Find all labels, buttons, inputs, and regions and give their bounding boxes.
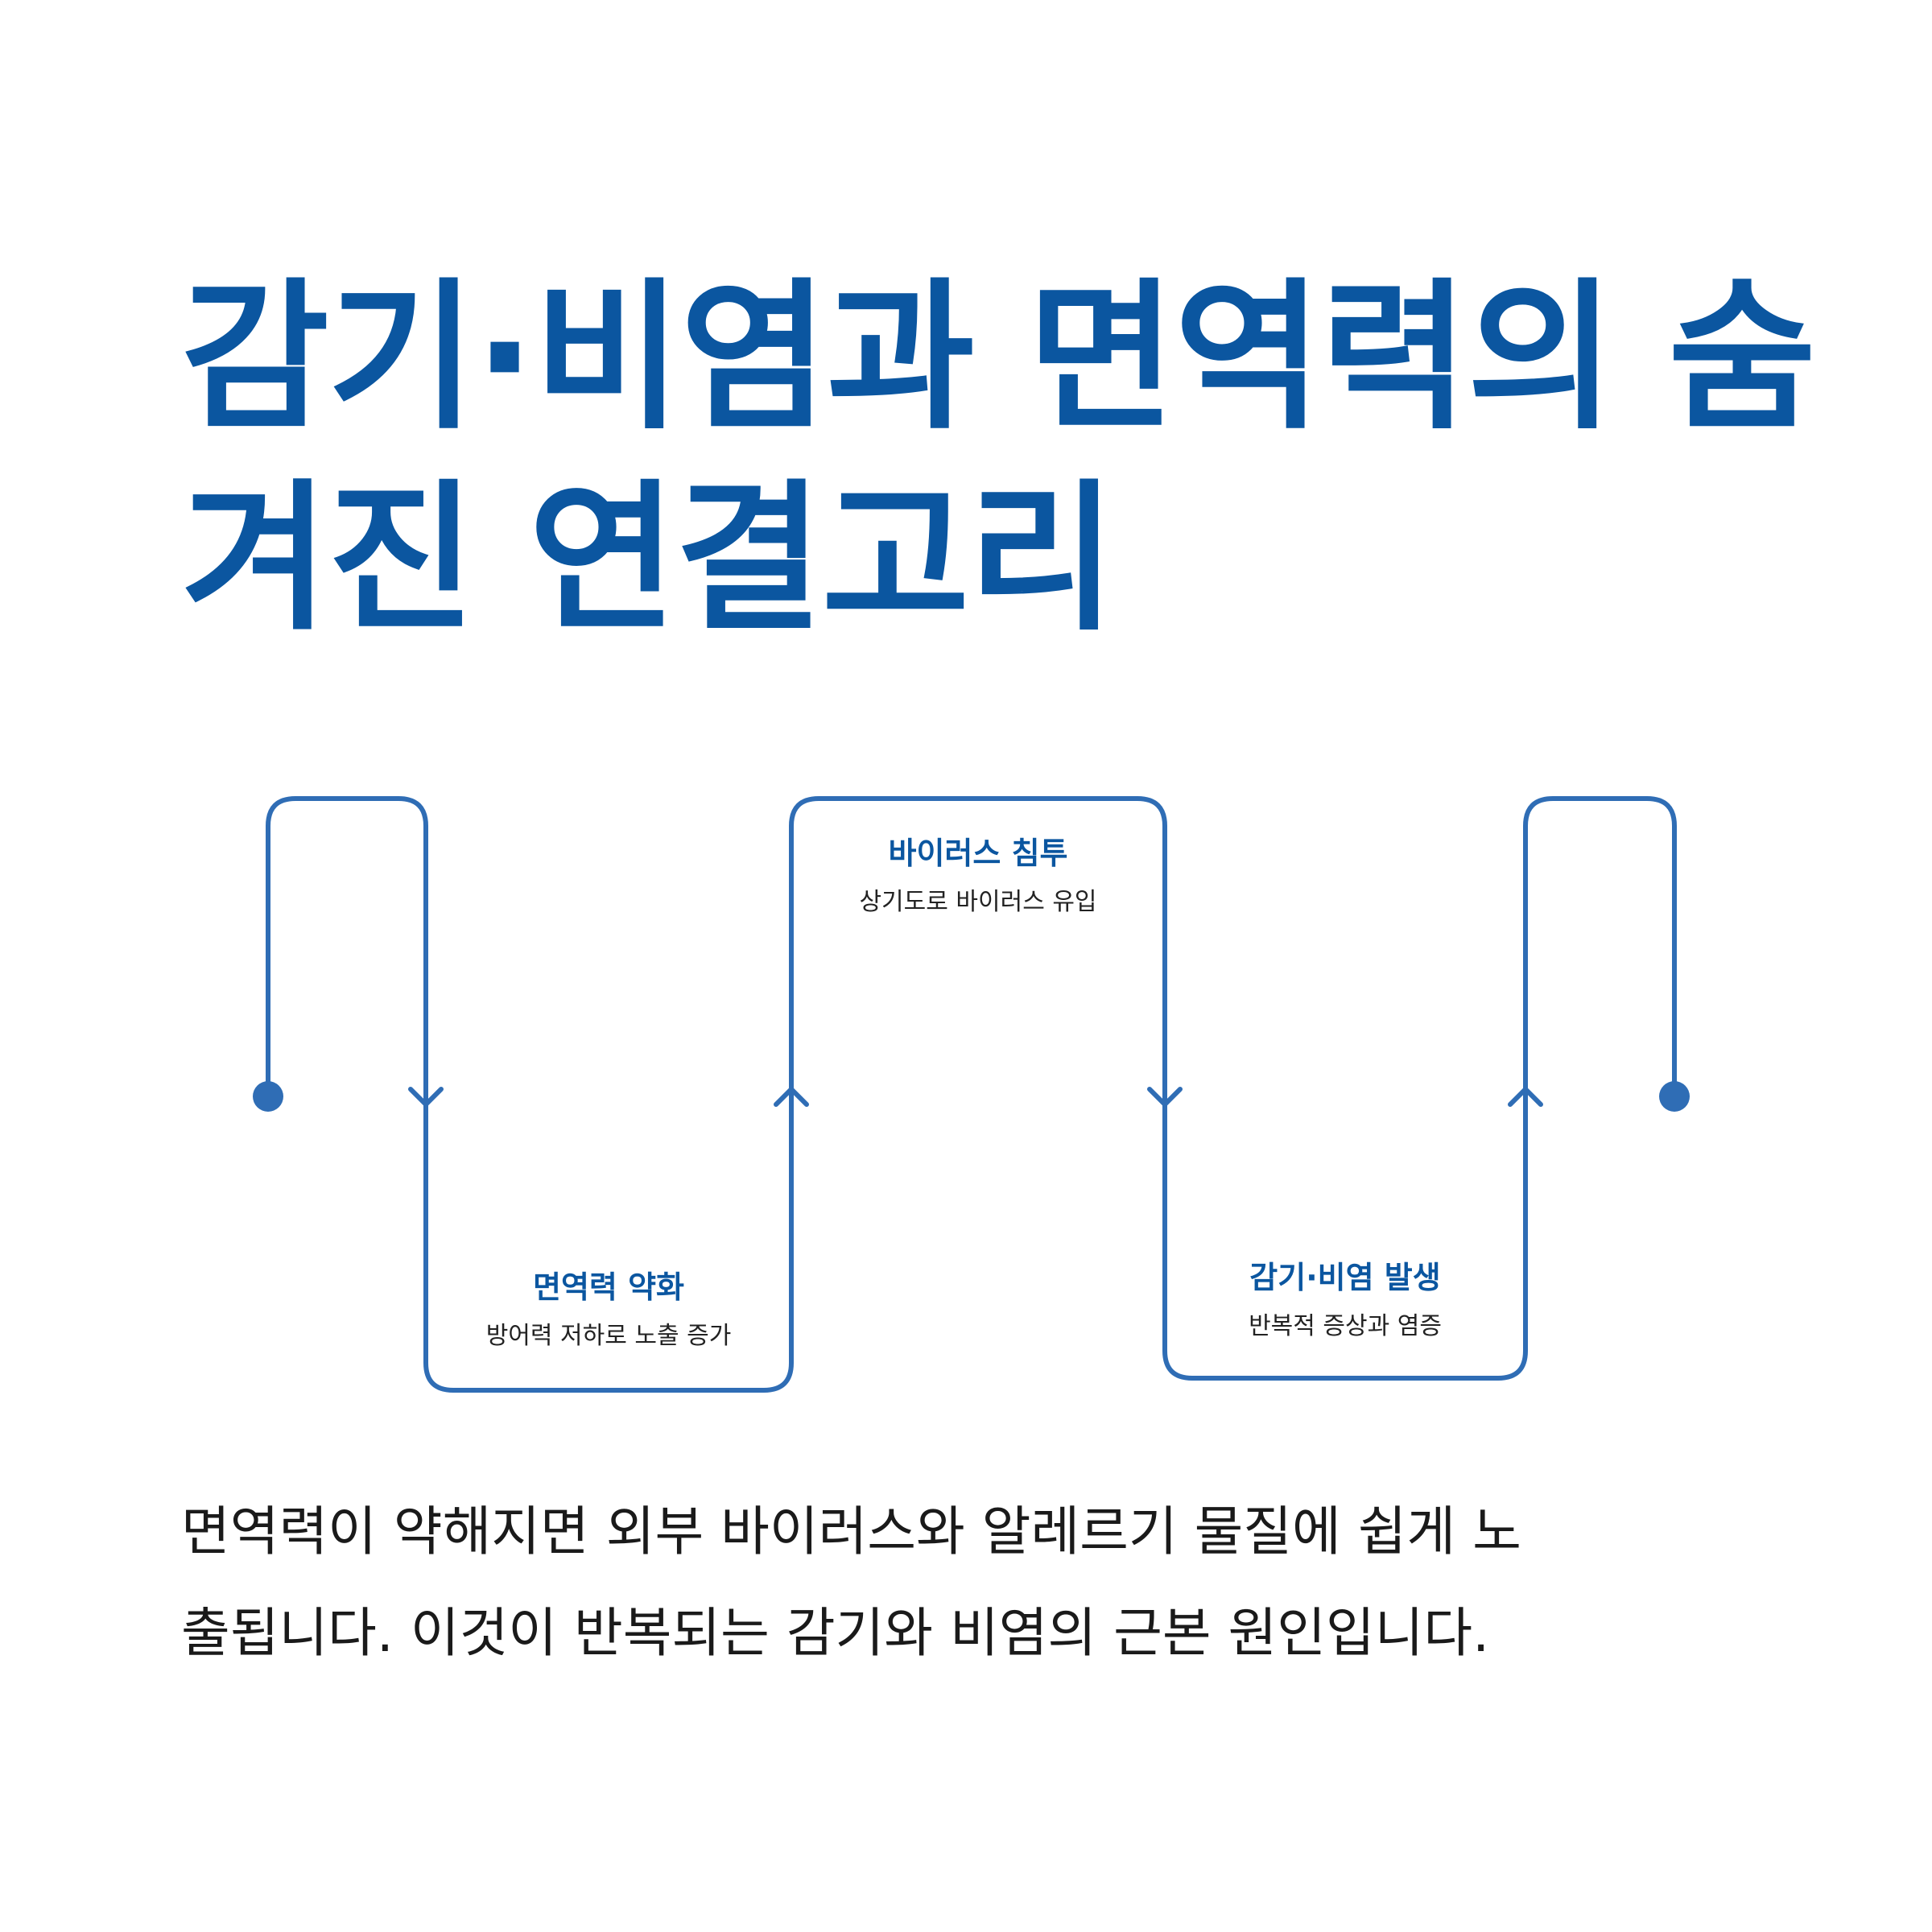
- body-paragraph: 면역력이 약해지면 외부 바이러스와 알레르기 물질에 쉽게 노 출됩니다. 이…: [181, 1481, 1775, 1684]
- step-description: 상기도로 바이러스 유입: [859, 888, 1096, 916]
- step-title: 감기·비염 발생: [1249, 1260, 1440, 1295]
- body-line-1: 면역력이 약해지면 외부 바이러스와 알레르기 물질에 쉽게 노: [181, 1501, 1521, 1563]
- step-title: 바이러스 침투: [889, 836, 1068, 871]
- arrow-up-icon: [774, 1087, 809, 1107]
- page-title-line-1: 감기·비염과 면역력의 숨: [181, 264, 1816, 452]
- page-title: 감기·비염과 면역력의 숨 겨진 연결고리: [181, 258, 1816, 660]
- step-description: 방어력 저하로 노출 증가: [486, 1322, 732, 1350]
- step-cold-rhinitis-onset: 감기·비염 발생 반복적 증상과 염증: [1249, 1260, 1442, 1340]
- arrow-up-icon: [1508, 1087, 1543, 1107]
- page-title-line-2: 겨진 연결고리: [181, 465, 1117, 653]
- step-immune-weakening: 면역력 약화 방어력 저하로 노출 증가: [486, 1269, 732, 1350]
- arrow-down-icon: [1147, 1087, 1183, 1107]
- start-dot-icon: [253, 1081, 283, 1112]
- step-title: 면역력 약화: [533, 1269, 684, 1305]
- end-dot-icon: [1659, 1081, 1690, 1112]
- body-line-2: 출됩니다. 이것이 반복되는 감기와 비염의 근본 원인입니다.: [181, 1602, 1490, 1664]
- arrow-down-icon: [408, 1087, 444, 1107]
- step-description: 반복적 증상과 염증: [1249, 1312, 1442, 1340]
- step-virus-invasion: 바이러스 침투 상기도로 바이러스 유입: [859, 836, 1096, 916]
- flow-path: [266, 796, 1677, 1393]
